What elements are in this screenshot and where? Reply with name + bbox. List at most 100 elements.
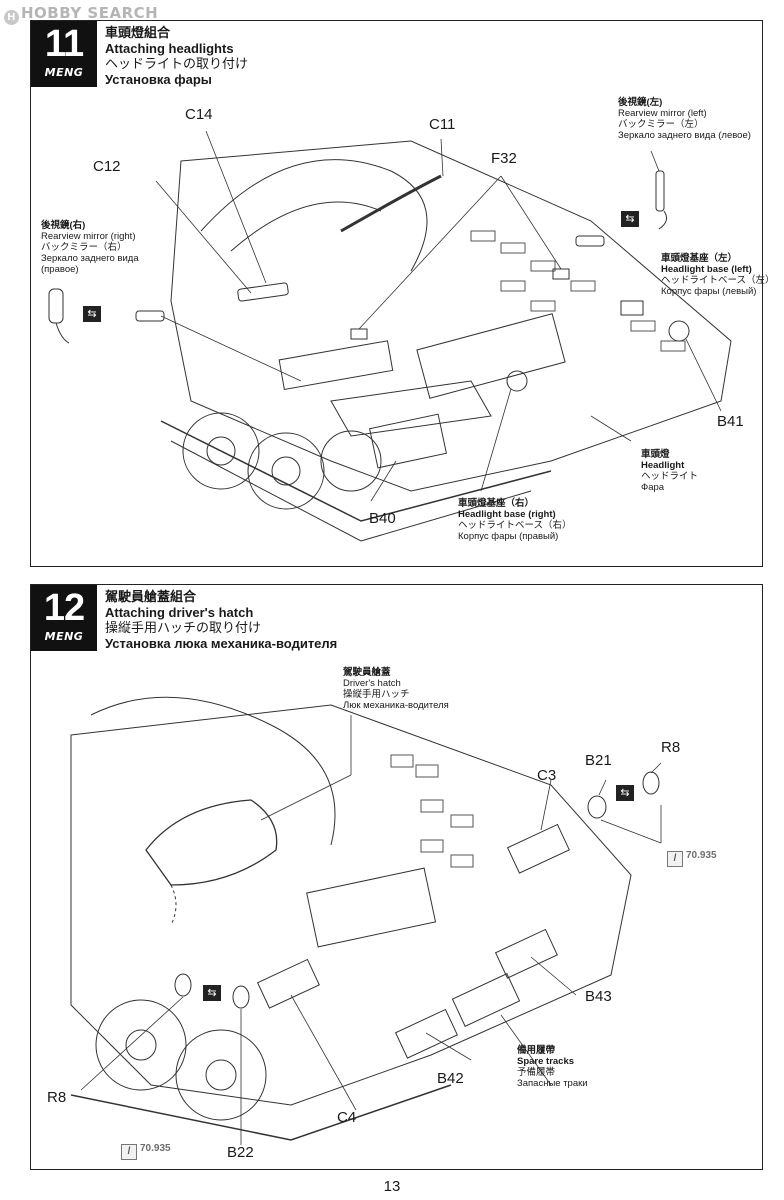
step-11-title-ja: ヘッドライトの取り付け <box>105 56 249 71</box>
paint-brush-icon: / <box>667 851 683 867</box>
step-11-brand-logo: MENG <box>44 66 84 79</box>
part-b21 <box>587 795 607 819</box>
note-hatch-ja: 操縦手用ハッチ <box>343 689 410 700</box>
note-mirror-right: 後視鏡(右) Rearview mirror (right) バックミラー（右）… <box>41 220 139 275</box>
part-headlight-right <box>506 370 528 392</box>
note-mirror-right-ru: Зеркало заднего вида <box>41 253 139 264</box>
note-hatch-en: Driver's hatch <box>343 678 401 689</box>
part-r8-top <box>642 771 660 795</box>
step-11-number: 11 <box>44 23 84 65</box>
part-f32-right <box>350 328 368 340</box>
callout-c3: C3 <box>537 767 557 784</box>
callout-c4: C4 <box>337 1109 357 1126</box>
mirror-right-mount <box>135 310 165 322</box>
part-headlight-left <box>668 320 690 342</box>
step-11-title: 車頭燈組合 Attaching headlights ヘッドライトの取り付け У… <box>105 25 248 87</box>
step-12-panel: 12 MENG 駕駛員艙蓋組合 Attaching driver's hatch… <box>30 584 763 1170</box>
note-base-right-en: Headlight base (right) <box>458 509 556 520</box>
note-base-left-en: Headlight base (left) <box>661 264 752 275</box>
hull-outline <box>70 704 632 1106</box>
step-12-title-zh: 駕駛員艙蓋組合 <box>105 589 197 604</box>
note-mirror-left-ja: バックミラー（左） <box>618 119 704 130</box>
part-spare-tracks <box>256 823 570 1059</box>
callout-b41: B41 <box>717 413 744 430</box>
note-mirror-right-zh: 後視鏡(右) <box>41 220 86 231</box>
callout-f32: F32 <box>491 150 517 167</box>
note-headlight: 車頭燈 Headlight ヘッドライト Фара <box>641 449 698 493</box>
note-drivers-hatch: 駕駛員艙蓋 Driver's hatch 操縦手用ハッチ Люк механик… <box>343 667 449 711</box>
paint-code-bottom: 70.935 <box>140 1143 171 1154</box>
step-11-title-zh: 車頭燈組合 <box>105 25 171 40</box>
paint-brush-icon: / <box>121 1144 137 1160</box>
note-spare-tracks-en: Spare tracks <box>517 1056 575 1067</box>
paint-callout-top: /70.935 <box>667 847 717 867</box>
hull-outline <box>170 140 732 492</box>
note-mirror-left-zh: 後視鏡(左) <box>618 97 663 108</box>
step-12-title: 駕駛員艙蓋組合 Attaching driver's hatch 操縦手用ハッチ… <box>105 589 337 651</box>
note-headlight-en: Headlight <box>641 460 685 471</box>
step-11-badge: 11 MENG <box>31 21 97 87</box>
note-mirror-right-ru-2: (правое) <box>41 264 79 275</box>
note-base-right: 車頭燈基座（右） Headlight base (right) ヘッドライトベー… <box>458 498 572 542</box>
note-base-right-zh: 車頭燈基座（右） <box>458 498 535 509</box>
callout-r8-top: R8 <box>661 739 681 756</box>
step-12-number: 12 <box>43 587 85 629</box>
step-11-panel: 11 MENG 車頭燈組合 Attaching headlights ヘッドライ… <box>30 20 775 567</box>
callout-b42: B42 <box>437 1070 464 1087</box>
note-mirror-left-en: Rearview mirror (left) <box>618 108 707 119</box>
note-headlight-zh: 車頭燈 <box>641 449 670 460</box>
swap-arrows-icon: ⇆ <box>83 306 101 322</box>
note-spare-tracks-ru: Запасные траки <box>517 1078 588 1089</box>
access-panel <box>306 867 437 948</box>
note-mirror-left-ru: Зеркало заднего вида (левое) <box>618 130 751 141</box>
note-mirror-right-en: Rearview mirror (right) <box>41 231 136 242</box>
callout-b22: B22 <box>227 1144 254 1161</box>
step-11-assembly-drawing <box>48 130 732 542</box>
step-12-title-en: Attaching driver's hatch <box>105 604 254 620</box>
step-11-title-en: Attaching headlights <box>105 40 234 56</box>
swap-arrows-icon: ⇆ <box>621 211 639 227</box>
note-base-left-zh: 車頭燈基座（左） <box>661 253 738 264</box>
note-mirror-left: 後視鏡(左) Rearview mirror (left) バックミラー（左） … <box>618 97 751 141</box>
page-number: 13 <box>383 1178 401 1195</box>
swap-arrows-icon: ⇆ <box>616 785 634 801</box>
note-spare-tracks: 備用履帶 Spare tracks 予備履帯 Запасные траки <box>517 1045 588 1089</box>
step-12-brand-logo: MENG <box>44 630 84 643</box>
note-base-left-ja: ヘッドライトベース（左） <box>661 275 775 286</box>
callout-b43: B43 <box>585 988 612 1005</box>
callout-b21: B21 <box>585 752 612 769</box>
watermark-text: HOBBY SEARCH <box>21 4 159 22</box>
paint-code-top: 70.935 <box>686 850 717 861</box>
paint-callout-bottom: /70.935 <box>121 1140 171 1160</box>
callout-c12: C12 <box>93 158 121 175</box>
callout-c11: C11 <box>429 116 456 133</box>
part-c11 <box>340 174 442 233</box>
step-11-title-ru: Установка фары <box>105 71 212 87</box>
note-hatch-zh: 駕駛員艙蓋 <box>343 667 391 678</box>
note-headlight-ru: Фара <box>641 482 665 493</box>
mirror-left-mount <box>575 235 605 247</box>
callout-c14: C14 <box>185 106 213 123</box>
swap-arrows-icon: ⇆ <box>203 985 221 1001</box>
note-base-left: 車頭燈基座（左） Headlight base (left) ヘッドライトベース… <box>661 253 775 297</box>
part-c14 <box>237 282 289 302</box>
note-base-right-ja: ヘッドライトベース（右） <box>458 520 572 531</box>
mirror-right <box>48 288 64 324</box>
part-r8-bottom <box>174 973 192 997</box>
part-b22 <box>232 985 250 1009</box>
step-12-assembly-drawing <box>70 696 662 1145</box>
turret-ring <box>90 696 336 846</box>
callout-b40: B40 <box>369 510 396 527</box>
note-spare-tracks-ja: 予備履帯 <box>517 1067 556 1078</box>
part-drivers-hatch <box>145 799 278 886</box>
step-12-badge: 12 MENG <box>31 585 97 651</box>
mirror-left <box>655 170 665 212</box>
note-spare-tracks-zh: 備用履帶 <box>517 1045 556 1056</box>
note-base-right-ru: Корпус фары (правый) <box>458 531 559 542</box>
step-12-title-ja: 操縦手用ハッチの取り付け <box>105 620 262 635</box>
turret-ring <box>200 159 428 272</box>
note-headlight-ja: ヘッドライト <box>641 471 699 482</box>
note-base-left-ru: Корпус фары (левый) <box>661 286 757 297</box>
callout-r8-bottom: R8 <box>47 1089 67 1106</box>
